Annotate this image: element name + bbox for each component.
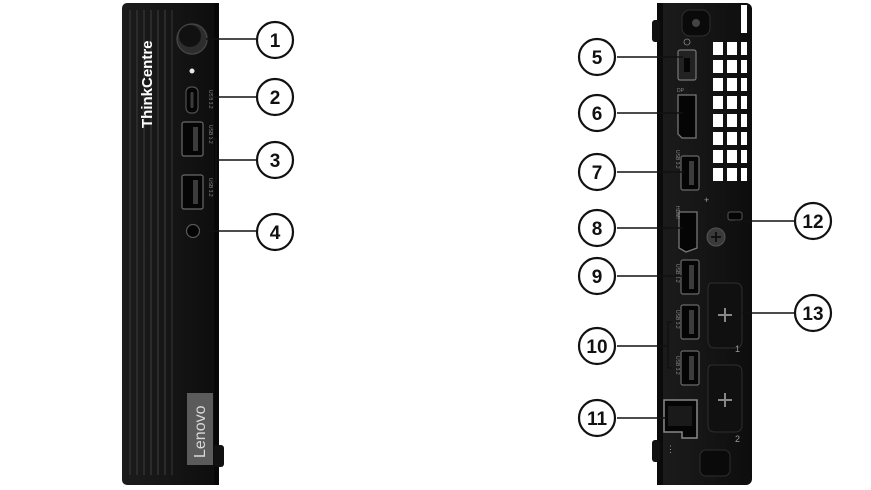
svg-text:2: 2	[270, 88, 281, 109]
callout-5: 5	[579, 39, 615, 75]
rear-usb-a-mid-label: USB 3.2	[674, 264, 680, 283]
rear-usb-a-pair-top-label: USB 3.2	[674, 310, 680, 329]
front-foot	[214, 445, 224, 467]
bottom-latch	[700, 450, 730, 476]
svg-text:6: 6	[592, 104, 603, 125]
rear-foot-bottom	[652, 440, 660, 462]
svg-text:12: 12	[802, 212, 823, 233]
slot-number-2: 2	[735, 434, 740, 444]
front-usb-a-bottom[interactable]	[182, 175, 203, 209]
slot-number-1: 1	[735, 344, 740, 354]
svg-text:13: 13	[802, 304, 823, 325]
front-panel: ThinkCentre USB 3.2 USB 3.2 USB 3.2 Leno…	[122, 3, 224, 485]
front-usb-a-top-label: USB 3.2	[207, 125, 213, 144]
svg-text:8: 8	[592, 219, 603, 240]
svg-text:4: 4	[270, 223, 281, 244]
svg-text:10: 10	[586, 337, 607, 358]
svg-text:9: 9	[592, 267, 603, 288]
audio-jack[interactable]	[187, 225, 200, 238]
callout-6: 6	[579, 95, 615, 131]
callout-4: 4	[257, 214, 293, 250]
front-usb-a-top[interactable]	[182, 122, 203, 156]
callout-13: 13	[795, 295, 831, 331]
front-usb-c-label: USB 3.2	[207, 90, 213, 109]
lenovo-logo: Lenovo	[192, 405, 209, 458]
rear-foot-top	[652, 20, 660, 42]
thinkcentre-brand: ThinkCentre	[139, 40, 156, 128]
callout-2: 2	[257, 79, 293, 115]
rear-hdmi-label: HDMI	[674, 206, 680, 219]
hdmi-port[interactable]	[679, 212, 697, 252]
rear-dp-label: DP	[677, 88, 685, 94]
svg-text:5: 5	[592, 48, 603, 69]
callout-7: 7	[579, 154, 615, 190]
svg-text:11: 11	[587, 409, 608, 430]
svg-text:7: 7	[592, 163, 603, 184]
callout-8: 8	[579, 210, 615, 246]
callout-3: 3	[257, 142, 293, 178]
svg-text:1: 1	[270, 31, 281, 52]
rear-usb-a-top-label: USB 3.2	[674, 150, 680, 169]
slot-plus-icon: +	[704, 195, 709, 205]
rear-panel: DP USB 3.2 + HDMI USB 3.2 USB 3.2 USB 3.…	[652, 3, 752, 485]
svg-text:3: 3	[270, 151, 281, 172]
network-icon: ⋮	[666, 444, 675, 454]
callout-1: 1	[257, 22, 293, 58]
callout-9: 9	[579, 258, 615, 294]
callout-12: 12	[795, 203, 831, 239]
front-usb-a-bottom-label: USB 3.2	[207, 178, 213, 197]
power-led	[190, 69, 195, 74]
displayport[interactable]	[678, 95, 696, 138]
rear-usb-a-pair-bottom-label: USB 3.2	[674, 356, 680, 375]
callout-10: 10	[579, 328, 615, 364]
callout-11: 11	[579, 400, 615, 436]
security-lock-slot[interactable]	[728, 212, 742, 220]
